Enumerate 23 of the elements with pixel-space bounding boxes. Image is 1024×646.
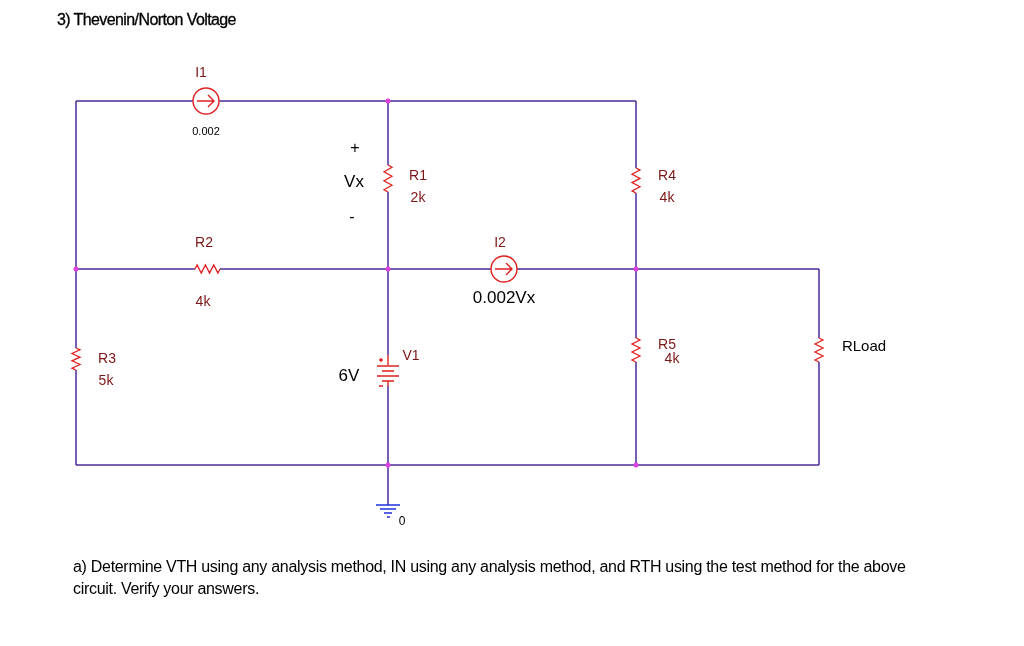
component-label: 2k xyxy=(410,190,426,204)
circuit-text: 0 xyxy=(398,515,406,527)
component-label: R5 xyxy=(658,337,676,351)
title: 3) Thevenin/Norton Voltage xyxy=(57,11,236,29)
circuit-text: + xyxy=(350,140,360,156)
component-label: R4 xyxy=(658,168,676,182)
component-label: R2 xyxy=(195,235,213,249)
circuit-text: RLoad xyxy=(841,337,887,353)
component-label: 4k xyxy=(659,190,675,204)
component-label: 4k xyxy=(195,294,211,308)
component-label: R3 xyxy=(98,351,116,365)
circuit-text: 0.002Vx xyxy=(472,288,536,306)
component-label: I2 xyxy=(494,235,506,249)
circuit-text: 6V xyxy=(338,366,360,384)
circuit-text: 0.002 xyxy=(192,125,220,137)
component-label: I1 xyxy=(195,65,207,79)
component-label: 5k xyxy=(98,373,114,387)
question-text: a) Determine VTH using any analysis method, IN using any analysis method, and RTH using the test method for the above circuit. Verify your answers. xyxy=(73,557,907,599)
component-label: V1 xyxy=(402,348,420,362)
circuit-text: - xyxy=(349,209,355,225)
component-label: R1 xyxy=(409,168,427,182)
circuit-text: Vx xyxy=(344,172,364,190)
component-label: 4k xyxy=(664,351,680,365)
